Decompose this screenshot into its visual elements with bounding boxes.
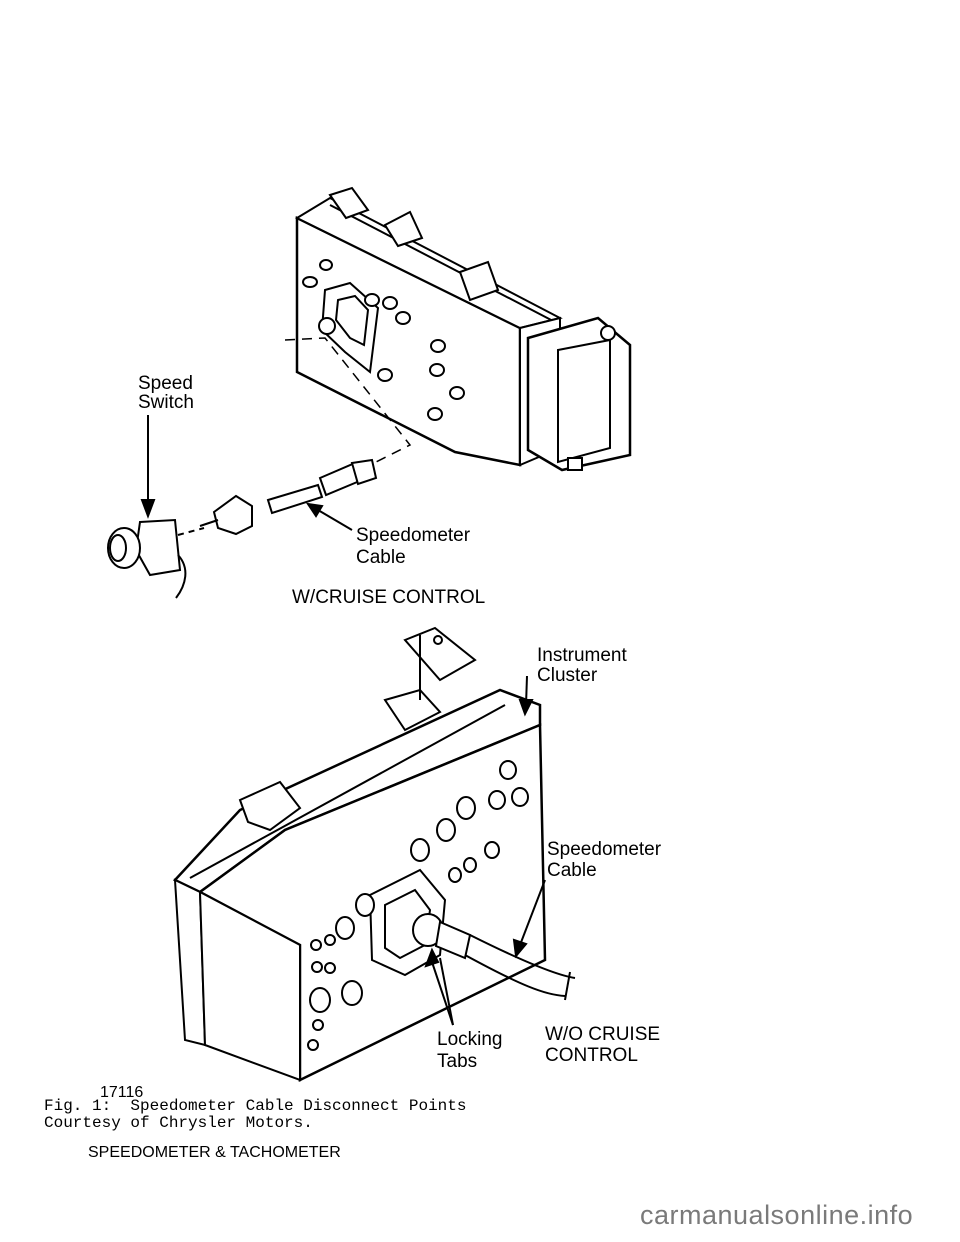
figure-credit: Courtesy of Chrysler Motors. bbox=[44, 1114, 313, 1132]
speedometer-cable-label-top-line2: Cable bbox=[356, 547, 406, 568]
without-cruise-control-label-line1: W/O CRUISE bbox=[545, 1024, 661, 1045]
bottom-instrument-cluster bbox=[172, 626, 576, 1083]
instrument-cluster-label-line1: Instrument bbox=[537, 645, 627, 666]
instrument-cluster-label-line2: Cluster bbox=[537, 665, 598, 686]
section-title: SPEEDOMETER & TACHOMETER bbox=[88, 1144, 341, 1161]
without-cruise-control-label-line2: CONTROL bbox=[545, 1045, 638, 1066]
locking-tabs-label-line1: Locking bbox=[437, 1029, 503, 1050]
figure-number: 17116 bbox=[100, 1084, 144, 1101]
site-watermark: carmanualsonline.info bbox=[640, 1200, 914, 1230]
speedometer-cable-illustration bbox=[107, 186, 632, 1083]
locking-tabs-label-line2: Tabs bbox=[437, 1051, 478, 1072]
top-instrument-cluster bbox=[107, 186, 632, 599]
speedometer-cable-label-bottom-line1: Speedometer bbox=[547, 839, 662, 860]
speedometer-cable-label-bottom-line2: Cable bbox=[547, 860, 597, 881]
speedometer-cable-label-top-line1: Speedometer bbox=[356, 525, 471, 546]
with-cruise-control-label: W/CRUISE CONTROL bbox=[292, 587, 486, 608]
figure-caption: Fig. 1: Speedometer Cable Disconnect Poi… bbox=[44, 1097, 467, 1115]
speed-switch-label-line1: Speed bbox=[138, 373, 193, 394]
speed-switch-label-line2: Switch bbox=[138, 392, 194, 413]
